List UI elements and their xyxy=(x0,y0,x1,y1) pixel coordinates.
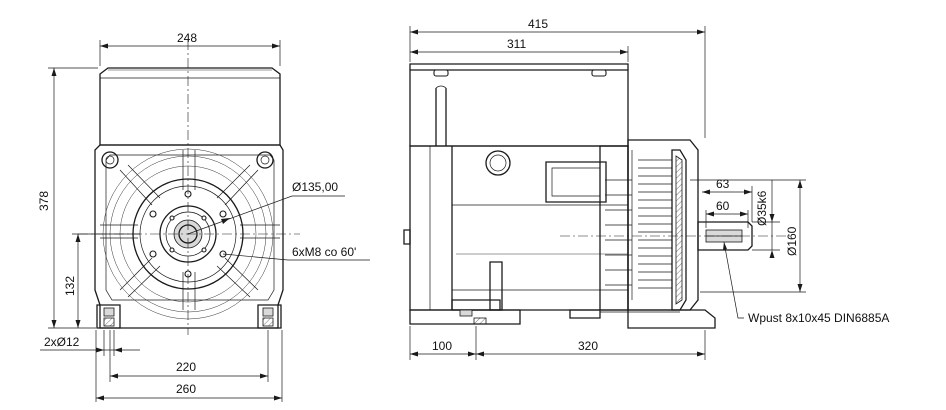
front-feet xyxy=(96,304,282,329)
dim-width-top: 248 xyxy=(99,31,281,66)
dim-feet-spacing: 220 xyxy=(109,330,269,382)
feet-holes-value: 2xØ12 xyxy=(44,335,80,349)
foot-span-value: 320 xyxy=(578,339,598,353)
shaft-length-value: 63 xyxy=(716,177,730,191)
dim-foot-span: 320 xyxy=(476,330,706,360)
body-length-value: 311 xyxy=(507,37,526,51)
front-view: Ø135,00 6xM8 co 60' 248 378 132 xyxy=(37,31,370,402)
side-view: 415 311 63 60 xyxy=(403,17,889,360)
dim-shaft-length: 63 xyxy=(702,177,753,222)
dim-shaft-height: 132 xyxy=(63,233,140,328)
height-total-value: 378 xyxy=(37,191,51,211)
foot-offset-value: 100 xyxy=(432,339,452,353)
dim-body-length: 311 xyxy=(410,37,629,62)
shaft-height-value: 132 xyxy=(63,276,77,296)
key-note: Wpust 8x10x45 DIN6885A xyxy=(723,241,889,325)
dim-key-length: 60 xyxy=(705,199,749,228)
flange-diameter-value: Ø160 xyxy=(785,226,799,256)
key-length-value: 60 xyxy=(716,199,730,213)
bolt-pattern-label: 6xM8 co 60' xyxy=(292,245,356,259)
key-note-label: Wpust 8x10x45 DIN6885A xyxy=(748,311,889,325)
terminal-box xyxy=(99,67,281,146)
dim-foot-offset: 100 xyxy=(409,326,477,360)
overall-length-value: 415 xyxy=(528,17,548,31)
side-body xyxy=(403,145,629,325)
side-terminal-box xyxy=(409,63,629,147)
dim-flange-diameter: Ø160 xyxy=(690,179,806,293)
fan-housing xyxy=(599,139,716,329)
dim-overall-length: 415 xyxy=(409,17,706,138)
dim-height-total: 378 xyxy=(37,67,98,329)
width-top-value: 248 xyxy=(177,31,197,45)
dim-feet-holes: 2xØ12 xyxy=(40,330,140,356)
dim-shaft-diameter: Ø35k6 xyxy=(752,180,780,258)
dim-base-width: 260 xyxy=(95,330,283,402)
base-width-value: 260 xyxy=(176,382,196,396)
feet-spacing-value: 220 xyxy=(176,360,196,374)
pitch-circle-label: Ø135,00 xyxy=(292,180,338,194)
shaft-diameter-value: Ø35k6 xyxy=(755,190,769,226)
